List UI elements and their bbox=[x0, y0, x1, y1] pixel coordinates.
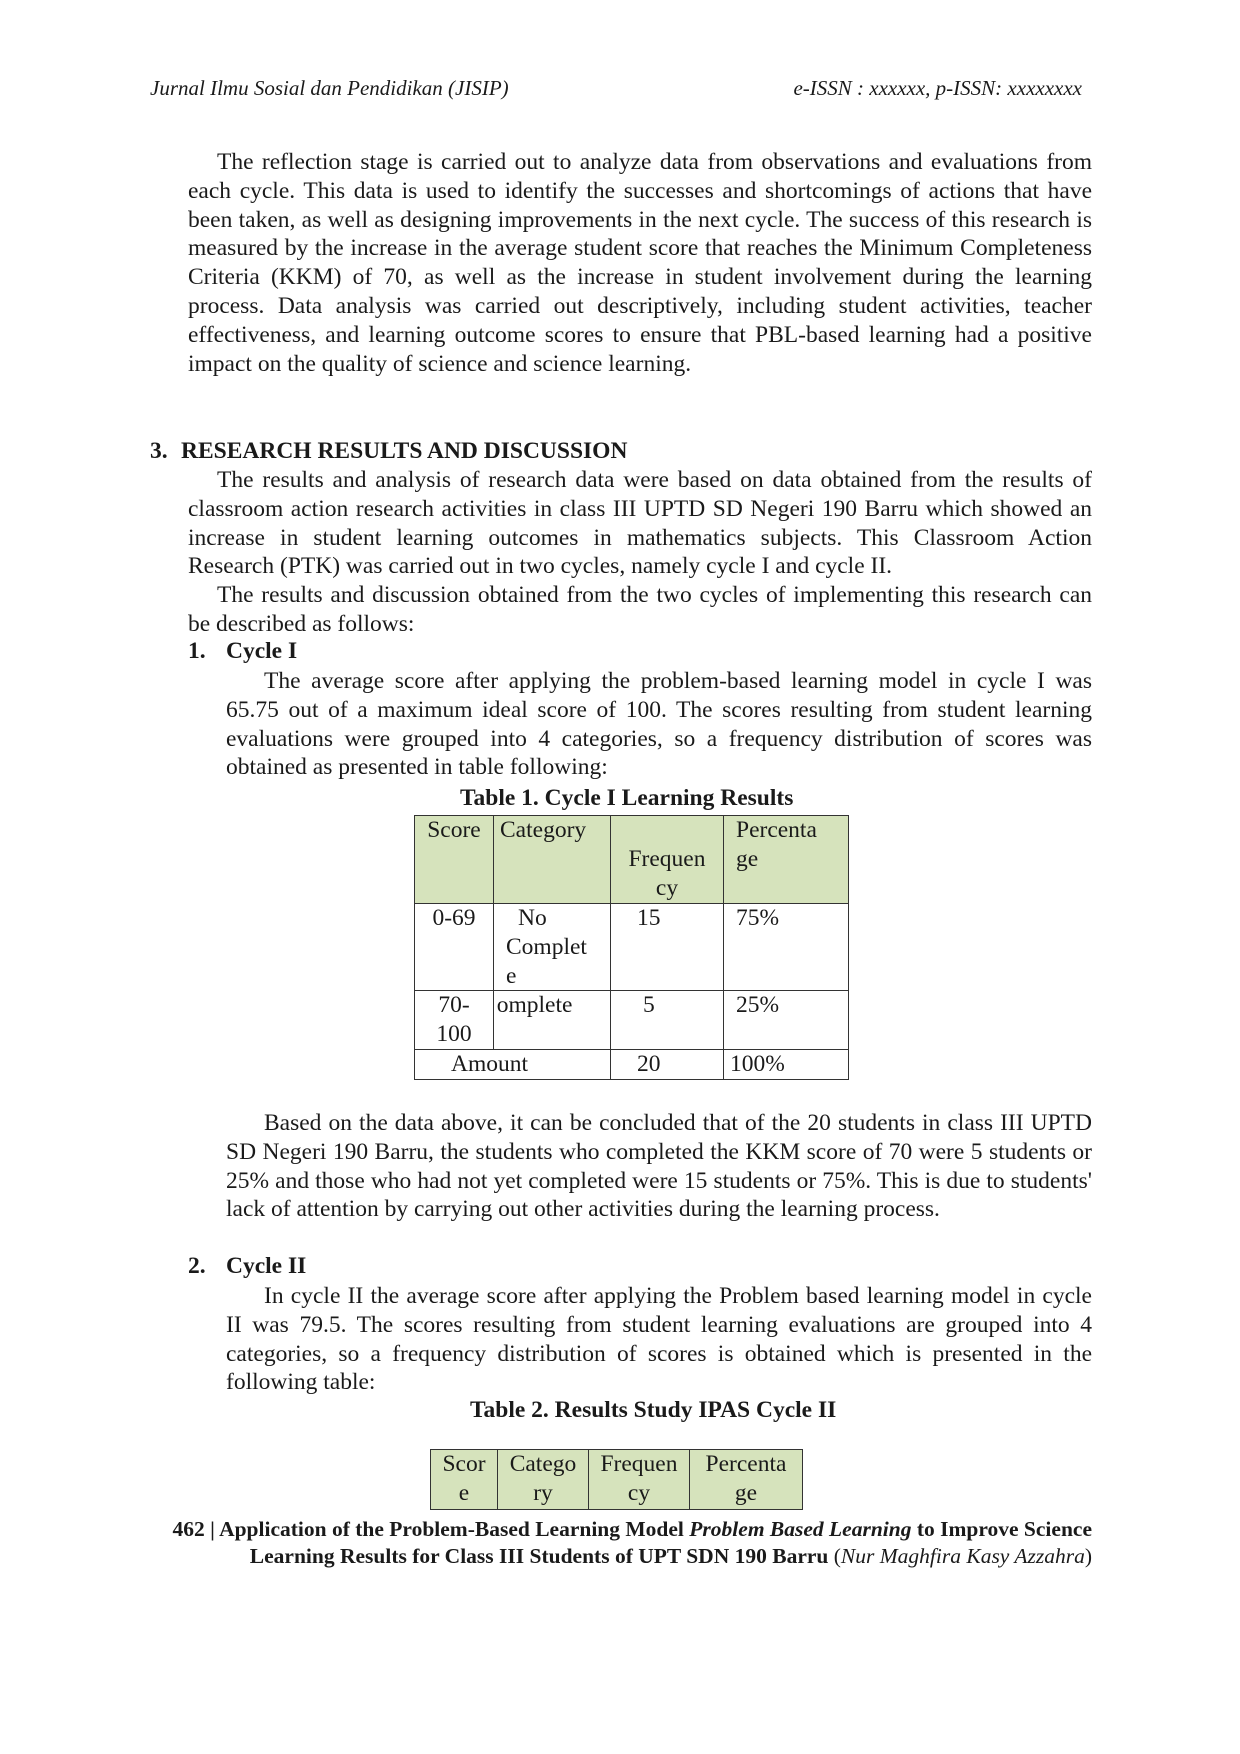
cycle-2-number: 2. bbox=[188, 1253, 206, 1279]
cell-category: omplete bbox=[493, 990, 611, 1050]
table-row: 70-100 omplete 5 25% bbox=[414, 990, 849, 1050]
section-paragraph-1: The results and analysis of research dat… bbox=[188, 467, 1092, 580]
footer-title-italic: Problem Based Learning bbox=[689, 1517, 912, 1541]
footer-title-part-1: Application of the Problem-Based Learnin… bbox=[219, 1517, 684, 1541]
section-heading: 3. RESEARCH RESULTS AND DISCUSSION bbox=[150, 438, 627, 465]
cell-total-percentage: 100% bbox=[723, 1048, 849, 1080]
section-intro-block: The results and analysis of research dat… bbox=[188, 466, 1092, 639]
cell-total-label: Amount bbox=[414, 1048, 611, 1080]
cell-percentage: 75% bbox=[723, 902, 849, 992]
reflection-paragraph: The reflection stage is carried out to a… bbox=[188, 149, 1092, 377]
cell-score: 70-100 bbox=[414, 990, 494, 1050]
journal-title: Jurnal Ilmu Sosial dan Pendidikan (JISIP… bbox=[150, 76, 509, 100]
cell-score: 0-69 bbox=[414, 902, 494, 992]
cycle-1-conclusion: Based on the data above, it can be concl… bbox=[226, 1110, 1092, 1223]
footer-title-part-2: to Improve Science Learning Results for … bbox=[249, 1517, 1092, 1568]
table-2-caption: Table 2. Results Study IPAS Cycle II bbox=[470, 1397, 837, 1423]
footer-separator: | bbox=[210, 1517, 215, 1541]
cell-frequency: 5 bbox=[610, 990, 724, 1050]
running-header: Jurnal Ilmu Sosial dan Pendidikan (JISIP… bbox=[150, 76, 1082, 106]
cycle-2-title: Cycle II bbox=[226, 1253, 307, 1279]
page-footer: 462 | Application of the Problem-Based L… bbox=[172, 1517, 1093, 1568]
issn-label: e-ISSN : xxxxxx, p-ISSN: xxxxxxxx bbox=[793, 76, 1082, 100]
cycle-2-heading: 2. Cycle II bbox=[188, 1253, 306, 1280]
page-number: 462 bbox=[172, 1517, 205, 1541]
footer-author: Nur Maghfira Kasy Azzahra bbox=[840, 1544, 1085, 1568]
cycle-1-heading: 1. Cycle I bbox=[188, 638, 297, 665]
reflection-paragraph-block: The reflection stage is carried out to a… bbox=[188, 148, 1092, 378]
header-score: Score bbox=[414, 815, 494, 904]
cycle-2-body: In cycle II the average score after appl… bbox=[226, 1282, 1092, 1397]
cell-percentage: 25% bbox=[723, 990, 849, 1050]
table-row: Amount 20 100% bbox=[414, 1048, 849, 1080]
section-title: RESEARCH RESULTS AND DISCUSSION bbox=[181, 438, 628, 464]
table-1-caption: Table 1. Cycle I Learning Results bbox=[460, 785, 794, 811]
cycle-1-title: Cycle I bbox=[226, 638, 298, 664]
section-number: 3. bbox=[150, 438, 168, 464]
cycle-1-paragraph: The average score after applying the pro… bbox=[226, 668, 1092, 781]
cycle-1-conclusion-block: Based on the data above, it can be concl… bbox=[226, 1109, 1092, 1224]
cell-total-frequency: 20 bbox=[610, 1048, 724, 1080]
cycle-1-number: 1. bbox=[188, 638, 206, 664]
cycle-2-paragraph: In cycle II the average score after appl… bbox=[226, 1283, 1092, 1396]
cell-frequency: 15 bbox=[610, 902, 724, 992]
header-category: Category bbox=[493, 815, 611, 904]
section-paragraph-2: The results and discussion obtained from… bbox=[188, 582, 1092, 637]
cycle-1-body: The average score after applying the pro… bbox=[226, 667, 1092, 782]
